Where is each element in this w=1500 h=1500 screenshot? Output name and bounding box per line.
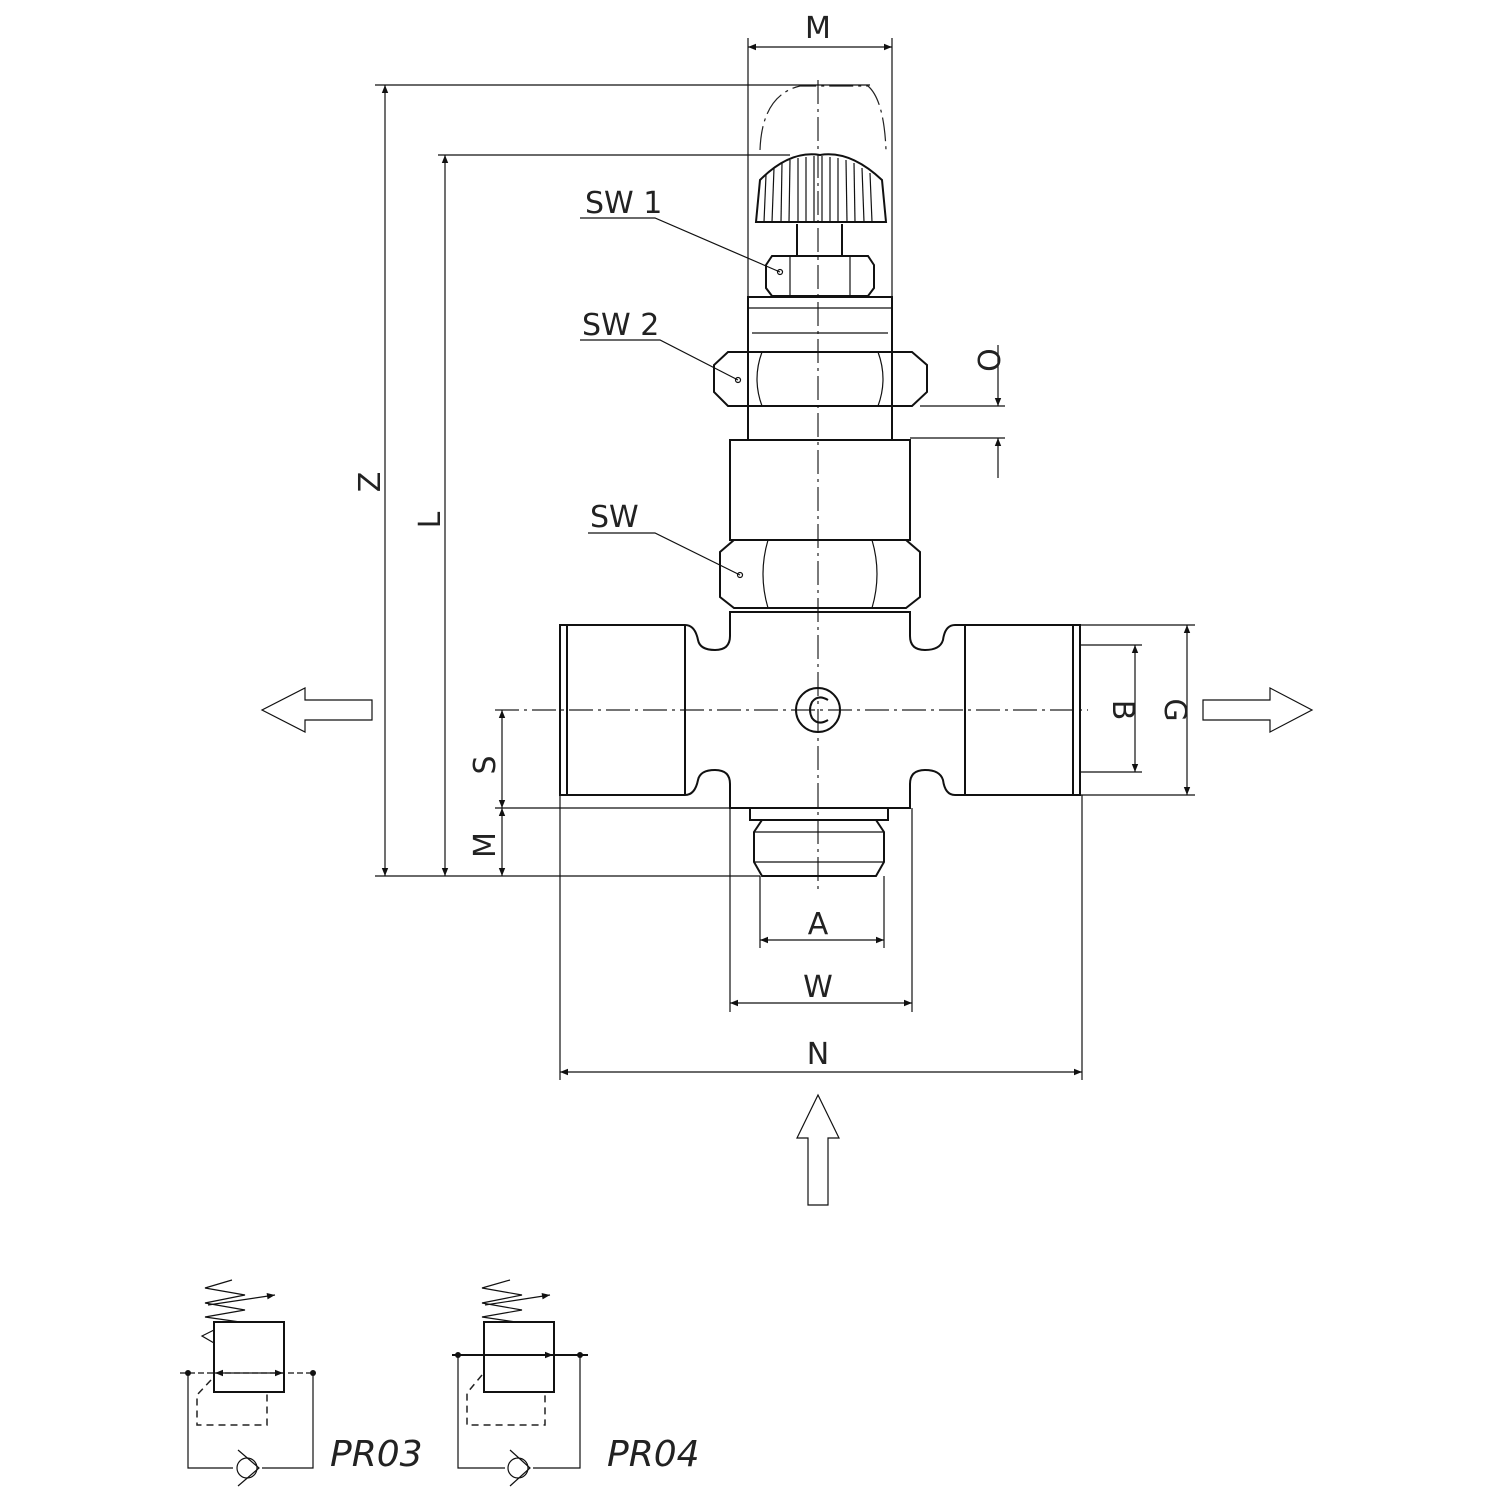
symbol-pr04-label: PR04: [607, 1434, 700, 1475]
nut-sw: [719, 539, 921, 609]
nut-sw2: [713, 351, 928, 407]
dim-o-label: O: [970, 348, 1005, 372]
dim-m-bottom-label: M: [468, 832, 503, 858]
symbol-pr03-label: PR03: [330, 1434, 423, 1475]
knurled-knob: [754, 153, 888, 223]
symbol-pr04: PR04: [452, 1279, 700, 1487]
threaded-body: [747, 296, 893, 441]
dimension-lines: [375, 38, 1195, 1080]
dim-l-label: L: [413, 511, 448, 528]
dim-m-top-label: M: [805, 11, 831, 46]
nut-sw1: [765, 255, 875, 297]
lower-body: [729, 439, 911, 541]
dim-g-label: G: [1157, 698, 1192, 721]
callout-sw: SW: [590, 500, 639, 535]
callout-leaders: [580, 217, 784, 579]
bottom-fitting: [749, 807, 889, 877]
dim-z-label: Z: [353, 472, 388, 493]
callout-sw1: SW 1: [585, 186, 662, 221]
tee-body: [559, 611, 1081, 809]
dim-s-label: S: [468, 755, 503, 774]
dim-n-label: N: [807, 1037, 829, 1072]
outlet-arrow-left: [260, 687, 373, 733]
dim-a-label: A: [808, 907, 829, 942]
inlet-arrow-up: [796, 1093, 840, 1206]
stem: [796, 224, 843, 256]
cap-alt-position: [759, 85, 887, 151]
centerlines: [495, 80, 1088, 890]
dim-b-label: B: [1105, 700, 1140, 721]
callout-sw2: SW 2: [582, 308, 659, 343]
outlet-arrow-right: [1202, 687, 1314, 733]
dim-w-label: W: [803, 970, 833, 1005]
symbol-pr03: PR03: [180, 1279, 423, 1487]
